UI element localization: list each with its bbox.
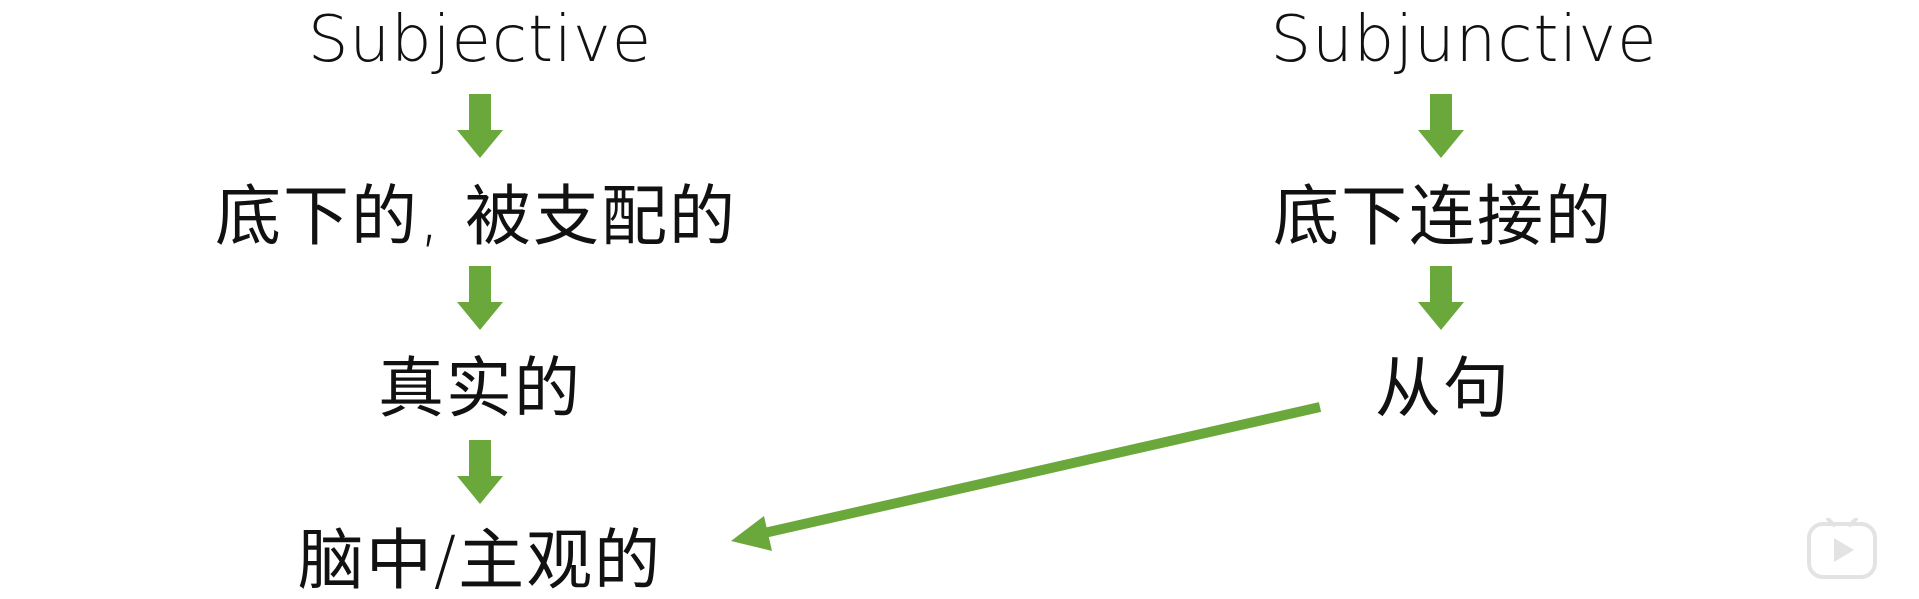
arrow-down-icon [457,94,503,158]
node-subjective-meaning-3: 脑中/主观的 [297,522,663,599]
arrow-down-icon [1418,94,1464,158]
arrow-down-icon [1418,266,1464,330]
node-subjunctive-meaning-1: 底下连接的 [1273,178,1613,255]
node-subjunctive: Subjunctive [1270,3,1658,77]
node-subjective-meaning-2: 真实的 [378,350,582,427]
video-play-icon [1806,518,1878,580]
arrow-down-icon [457,440,503,504]
arrow-down-icon [457,266,503,330]
node-subjective: Subjective [307,3,653,77]
node-subjunctive-meaning-2: 从句 [1375,350,1511,427]
node-subjective-meaning-1: 底下的, 被支配的 [215,178,737,255]
